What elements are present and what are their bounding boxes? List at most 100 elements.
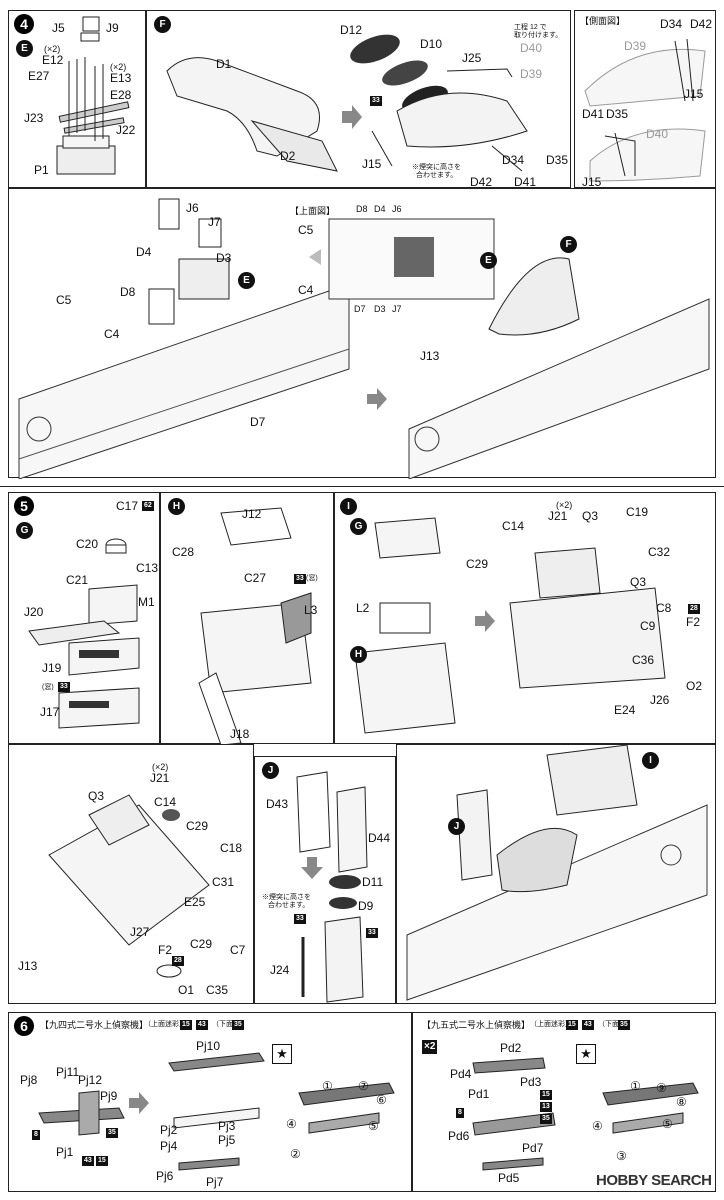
- type94-code-15: 15: [180, 1020, 192, 1030]
- part-j23-label: J23: [24, 111, 44, 125]
- part-pd7-label: Pd7: [522, 1141, 544, 1155]
- type95-marker-5: ⑤: [662, 1117, 673, 1131]
- note-step12-line2: 取り付けます。: [514, 32, 563, 39]
- part-pj6-label: Pj6: [156, 1169, 174, 1183]
- type95-marker-4: ④: [592, 1119, 603, 1133]
- type94-upper-note: （上面迷彩）: [144, 1021, 186, 1028]
- detail-part-j13: J13: [18, 959, 38, 973]
- type95-code-13: 13: [540, 1102, 552, 1112]
- part-l2-label: L2: [356, 601, 370, 615]
- part-j18-label: J18: [230, 727, 250, 741]
- subassembly-f-badge: F: [154, 16, 171, 33]
- type94-title: 【九四式二号水上偵察機】: [40, 1020, 149, 1030]
- part-d11-label: D11: [362, 875, 384, 889]
- type94-lower-note: （下面）: [212, 1021, 240, 1028]
- type95-code-15-b: 15: [540, 1090, 552, 1100]
- subassembly-g-ref-badge: G: [350, 518, 367, 535]
- side-part-j15-b: J15: [582, 175, 602, 189]
- type94-code-35: 35: [232, 1020, 244, 1030]
- subassembly-e-badge: E: [16, 40, 33, 57]
- step-5-badge: 5: [14, 496, 34, 516]
- window-note-h: (窓): [306, 575, 318, 582]
- part-pj1-label: Pj1: [56, 1145, 74, 1159]
- part-j25-label: J25: [462, 51, 482, 65]
- part-j20-label: J20: [24, 605, 44, 619]
- subassembly-g-badge: G: [16, 522, 33, 539]
- side-view-drawing: [584, 38, 706, 182]
- top-part-j6: J6: [392, 204, 402, 214]
- top-part-c4: C4: [298, 283, 314, 297]
- type94-code-43: 43: [196, 1020, 208, 1030]
- part-pj10-label: Pj10: [196, 1039, 221, 1053]
- part-j22-label: J22: [116, 123, 136, 137]
- smoke-note-line2: 合わせます。: [416, 172, 458, 179]
- part-pj8-label: Pj8: [20, 1073, 38, 1087]
- type94-star-icon: ★: [272, 1044, 292, 1064]
- final-j-badge: J: [448, 818, 465, 835]
- j-smoke-note-1: ※煙突に高さを: [262, 894, 311, 901]
- watermark-logo: HOBBY SEARCH: [596, 1172, 712, 1189]
- type95-code-35: 35: [618, 1020, 630, 1030]
- deck-part-d3: D3: [216, 251, 232, 265]
- part-c36-label: C36: [632, 653, 655, 667]
- funnel-j-drawing: [296, 771, 368, 1003]
- side-part-d35: D35: [606, 107, 629, 121]
- deck-part-c4: C4: [104, 327, 120, 341]
- funnel-assembly-drawing: [166, 34, 528, 172]
- part-e27-label: E27: [28, 69, 50, 83]
- panel-5a: [8, 492, 160, 744]
- detail-part-f2: F2: [158, 943, 173, 957]
- part-pd2-label: Pd2: [500, 1041, 522, 1055]
- bridge-tower-g-drawing: [28, 538, 140, 729]
- part-j15-label: J15: [362, 157, 382, 171]
- part-e24-label: E24: [614, 703, 636, 717]
- paint-code-33: 33: [370, 96, 382, 106]
- type94-marker-2: ②: [290, 1147, 301, 1161]
- part-c20-label: C20: [76, 537, 99, 551]
- type95-marker-1: ①: [630, 1079, 641, 1093]
- part-pj9-label: Pj9: [100, 1089, 118, 1103]
- top-view-title: 【上面図】: [290, 206, 336, 216]
- type95-code-15: 15: [566, 1020, 578, 1030]
- smoke-note-line1: ※煙突に高さを: [412, 164, 461, 171]
- panel-5d: [8, 744, 254, 1004]
- part-d43-label: D43: [266, 797, 289, 811]
- note-step12-line1: 工程 12 で: [514, 24, 547, 31]
- part-d35-label: D35: [546, 153, 569, 167]
- step-6-badge: 6: [14, 1016, 34, 1036]
- subassembly-h-badge: H: [168, 498, 185, 515]
- part-pj4-label: Pj4: [160, 1139, 178, 1153]
- panel-5b: [160, 492, 334, 745]
- seaplane-type94-drawing: [38, 1052, 395, 1171]
- type95-title: 【九五式二号水上偵察機】: [422, 1020, 531, 1030]
- part-d9-label: D9: [358, 899, 374, 913]
- final-ship-drawing: [406, 745, 708, 1001]
- part-d42-label: D42: [470, 175, 493, 189]
- part-d39-label: D39: [520, 67, 543, 81]
- detail-part-j21: J21: [150, 771, 170, 785]
- detail-part-e25: E25: [184, 895, 206, 909]
- part-j21-label: J21: [548, 509, 568, 523]
- detail-part-c35: C35: [206, 983, 229, 997]
- panel-5e: [254, 756, 396, 1004]
- part-j9-label: J9: [106, 21, 119, 35]
- type95-qty-x2: ×2: [422, 1040, 438, 1054]
- part-c19-label: C19: [626, 505, 649, 519]
- part-pj5-label: Pj5: [218, 1133, 236, 1147]
- paint-code-33-g: 33: [58, 682, 70, 692]
- deck-part-d4: D4: [136, 245, 152, 259]
- side-part-d34: D34: [660, 17, 683, 31]
- side-view-title: 【側面図】: [580, 16, 626, 26]
- part-d1-label: D1: [216, 57, 232, 71]
- part-d2-label: D2: [280, 149, 296, 163]
- part-c13-label: C13: [136, 561, 159, 575]
- top-part-d7: D7: [354, 304, 366, 314]
- panel-5f: [396, 744, 716, 1004]
- part-c28-label: C28: [172, 545, 195, 559]
- panel-4a: [8, 10, 146, 188]
- detail-part-j27: J27: [130, 925, 150, 939]
- type95-star-icon: ★: [576, 1044, 596, 1064]
- part-j26-label: J26: [650, 693, 670, 707]
- panel-6a: [8, 1012, 412, 1192]
- type94-marker-5: ⑤: [368, 1119, 379, 1133]
